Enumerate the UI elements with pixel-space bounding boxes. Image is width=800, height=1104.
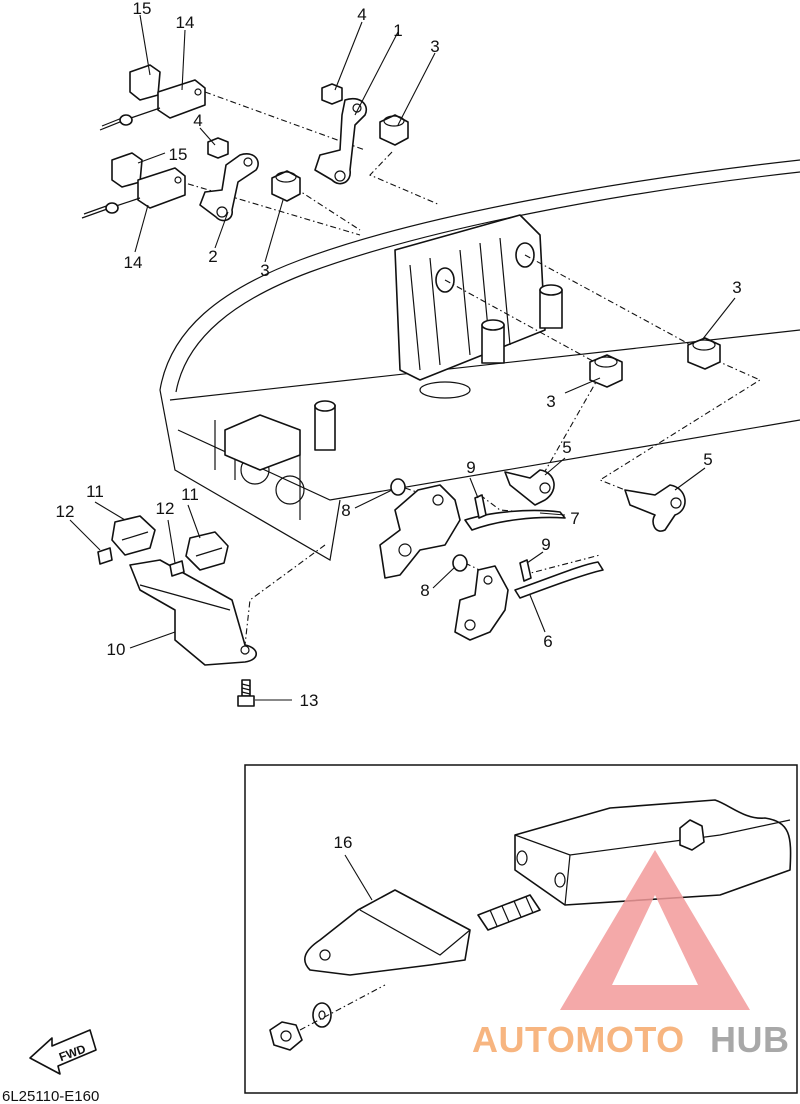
fwd-arrow: FWD (29, 1029, 97, 1075)
fwd-arrow-icon (29, 1029, 97, 1075)
cable-bracket-10 (129, 559, 258, 666)
bushing-3-mid (271, 170, 301, 202)
watermark-text-1: AUTOMOTO (472, 1019, 685, 1060)
callout-9: 9 (466, 458, 475, 477)
callout-labels: 15 14 4 1 3 4 15 14 2 3 3 3 5 5 9 8 7 9 … (56, 0, 742, 852)
cable-clamp-11-right (185, 531, 229, 571)
callout-15: 15 (169, 145, 188, 164)
callout-1: 1 (393, 21, 402, 40)
callout-4: 4 (357, 5, 366, 24)
shift-plate-upper (379, 484, 461, 579)
clip-9-upper (474, 494, 487, 519)
callout-3: 3 (430, 37, 439, 56)
callout-3: 3 (260, 261, 269, 280)
cable-joint-14-lower (137, 167, 186, 209)
callout-15: 15 (133, 0, 152, 18)
callout-8: 8 (341, 501, 350, 520)
callout-5: 5 (562, 438, 571, 457)
cable-joint-14-upper (157, 79, 206, 119)
callout-12: 12 (56, 502, 75, 521)
bushing-3-center (589, 354, 623, 388)
rod-6 (514, 561, 604, 599)
callout-7: 7 (570, 509, 579, 528)
callout-3: 3 (546, 392, 555, 411)
assembly-lines (174, 91, 762, 646)
mount-bracket-block (394, 214, 563, 399)
callout-12: 12 (156, 499, 175, 518)
callout-11: 11 (181, 485, 199, 504)
bushing-3-upper (379, 114, 409, 146)
nut-4-upper (321, 83, 343, 105)
inset-frame (244, 764, 798, 1094)
diagram-code: 6L25110-E160 (2, 1088, 99, 1104)
callout-9: 9 (541, 535, 550, 554)
callout-11: 11 (86, 482, 104, 501)
callout-13: 13 (300, 691, 319, 710)
lower-left-bracket (97, 515, 258, 707)
callout-16: 16 (334, 833, 353, 852)
callout-10: 10 (107, 640, 126, 659)
callout-4: 4 (193, 111, 202, 130)
watermark-text-2: HUB (710, 1019, 790, 1060)
washer-8-upper (390, 478, 406, 496)
link-lever-2 (199, 153, 259, 222)
rod-7 (464, 509, 566, 531)
bushing-3-right (687, 337, 721, 370)
pin-12-left (97, 547, 113, 565)
pin-12-right (169, 560, 185, 577)
inset-nut (269, 1021, 303, 1051)
rubber-damper (477, 894, 541, 931)
callout-3: 3 (732, 278, 741, 297)
clip-9-lower (519, 559, 532, 582)
plate-16 (304, 889, 471, 976)
leader-lines (69, 14, 736, 901)
detail-inset (244, 764, 798, 1094)
callout-8: 8 (420, 581, 429, 600)
bottom-cowling (159, 159, 800, 561)
callout-6: 6 (543, 632, 552, 651)
washer-8-lower (452, 554, 468, 572)
upper-link-parts (81, 64, 409, 222)
lever-5-right (624, 484, 686, 532)
cable-clamp-11-left (111, 515, 156, 556)
watermark-logo (560, 850, 750, 1010)
callout-14: 14 (124, 253, 143, 272)
callout-2: 2 (208, 247, 217, 266)
cable-end-15-upper (129, 64, 161, 101)
link-lever-1 (314, 97, 367, 185)
inset-washer (312, 1002, 332, 1028)
shift-plate-lower (454, 565, 509, 641)
callout-5: 5 (703, 450, 712, 469)
lever-5-left (504, 469, 555, 506)
watermark: AUTOMOTO HUB (472, 850, 790, 1060)
callout-14: 14 (176, 13, 195, 32)
right-side-parts (379, 337, 721, 641)
